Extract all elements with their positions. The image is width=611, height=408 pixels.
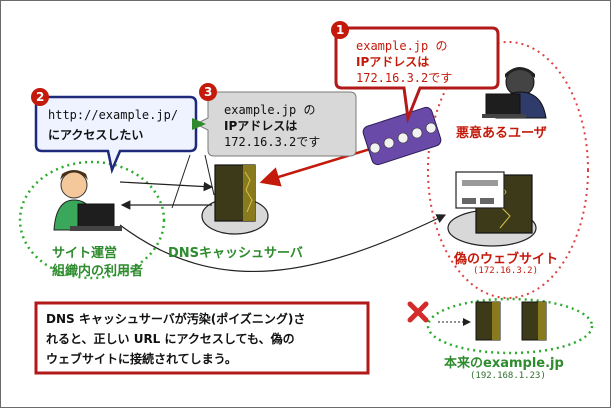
callout3-line2: IPアドレスは: [224, 119, 298, 133]
dns-server-icon: [214, 164, 256, 222]
blocked-x-icon: [407, 301, 429, 323]
dns-cache-server-label: DNSキャッシュサーバ: [168, 246, 303, 261]
fake-website-label: 偽のウェブサイト: [454, 252, 559, 267]
callout1-number: 1: [336, 23, 345, 37]
site-operator-label-line2: 組織内の利用者: [52, 264, 144, 279]
callout2-number-badge: [31, 88, 49, 106]
callout1-line1: example.jp の: [356, 39, 448, 53]
callout3-pointer: [171, 154, 191, 209]
skull-icons: [369, 122, 437, 154]
fake-site-server-icon: [455, 171, 533, 234]
user-group-ellipse: [18, 160, 166, 280]
note-line1: DNS キャッシュサーバが汚染(ポイズニング)さ: [46, 312, 306, 326]
malicious-user-label: 悪意あるユーザ: [456, 126, 547, 141]
redirect-curve: [119, 214, 447, 273]
note-line2: れると、正しい URL にアクセスしても、偽の: [46, 332, 295, 346]
note-line3: ウェブサイトに接続されてしまう。: [46, 352, 237, 366]
callout2-line2: にアクセスしたい: [48, 128, 144, 142]
callout1-line3: 172.16.3.2です: [356, 71, 453, 85]
real-site-label: 本来のexample.jp: [444, 356, 564, 371]
real-site-server-2: [521, 301, 547, 341]
real-site-server-1: [475, 301, 501, 341]
fake-website-ip: (172.16.3.2): [473, 266, 539, 276]
user-laptop-icon: [70, 203, 122, 231]
callout3-number-badge: [199, 83, 217, 101]
attacker-group-ellipse: [427, 41, 589, 299]
real-site-ip: (192.168.1.23): [470, 371, 546, 381]
query-arrow: [119, 181, 214, 192]
callout2-number: 2: [36, 90, 45, 104]
real-site-ellipse: [426, 297, 594, 355]
callout1-number-badge: [331, 21, 349, 39]
callout3-number: 3: [204, 85, 213, 99]
callout3-line1: example.jp の: [224, 103, 316, 117]
attacker-icon: [482, 67, 547, 119]
note-box: [34, 301, 370, 375]
callout2-line1: http://example.jp/: [48, 108, 179, 122]
site-operator-label-line1: サイト運営: [52, 246, 118, 261]
callout3-line3: 172.16.3.2です: [224, 135, 321, 149]
callout1-line2: IPアドレスは: [356, 55, 430, 69]
callout3-pointer-2: [204, 154, 215, 196]
